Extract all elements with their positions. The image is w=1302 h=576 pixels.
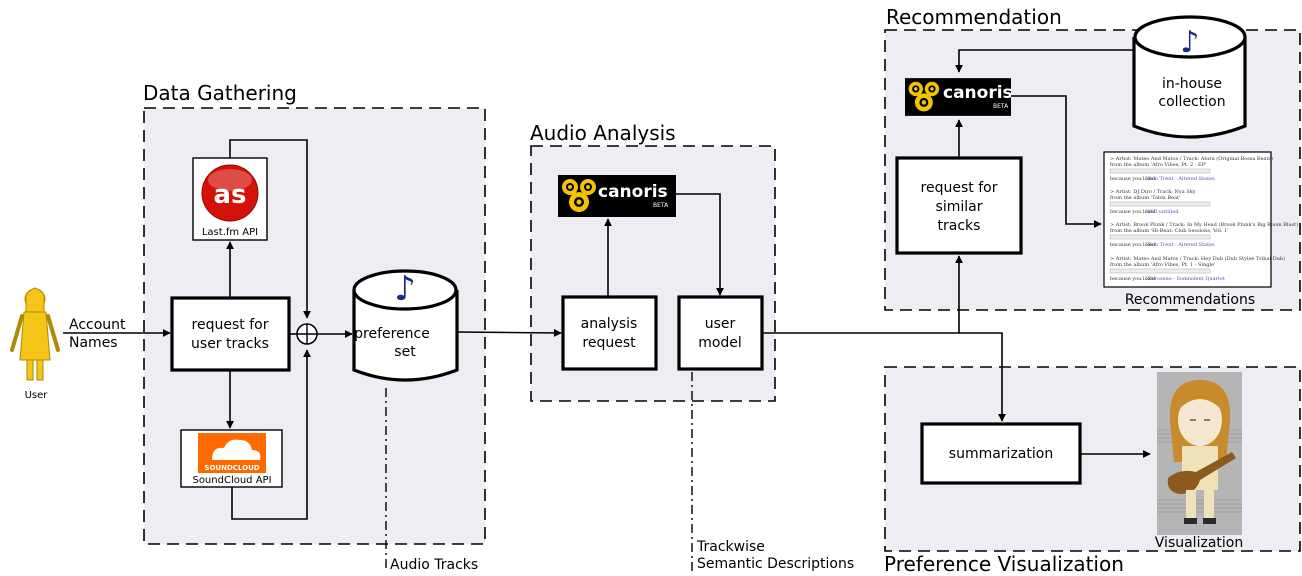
preference-set-line2: set	[394, 344, 416, 360]
collection-line1: in-house	[1162, 76, 1222, 92]
user-icon	[10, 287, 60, 381]
arrow-canoris-to-user-model	[676, 193, 724, 296]
rec-item-1-link[interactable]: Ron Trent - Altered States	[1148, 176, 1215, 182]
request-user-tracks-line2: user tracks	[191, 336, 269, 352]
canoris-logo-analysis: canoris BETA	[558, 175, 676, 217]
preference-set-store	[352, 269, 459, 382]
soundcloud-label: SoundCloud API	[192, 475, 271, 486]
request-similar-box	[895, 156, 1023, 255]
rec-item-3-player	[1109, 234, 1211, 240]
lastfm-icon: as	[201, 164, 259, 222]
visualization-avatar-image	[1157, 372, 1242, 535]
request-similar-line2: similar	[936, 199, 983, 215]
rec-item-2-line1: > Artist: DJ Diro / Track: Nya Sky	[1110, 189, 1196, 195]
rec-item-1-line2: from the album 'Afro Vibes, Pt. 2 - EP'	[1110, 162, 1206, 168]
rec-item-4-line1: > Artist: Mateo And Matos / Track: Hey D…	[1110, 255, 1285, 262]
account-names-line2: Names	[69, 335, 118, 351]
svg-text:as: as	[213, 180, 246, 210]
rec-item-2-line2: from the album 'Tabla Beat'	[1110, 195, 1180, 201]
collection-line2: collection	[1158, 94, 1225, 110]
recommendation-title: Recommendation	[886, 5, 1062, 29]
request-similar-line1: request for	[921, 180, 998, 196]
canoris-logo-recommendation: canoris BETA	[905, 78, 1013, 116]
trackwise-line1: Trackwise	[696, 539, 765, 555]
soundcloud-logo-text: SOUNDCLOUD	[204, 464, 259, 472]
arrow-user-model-to-summarization	[959, 332, 1006, 422]
request-user-tracks-box	[170, 296, 291, 372]
rec-item-2-player	[1109, 201, 1211, 207]
rec-item-4-because: because you liked	[1110, 276, 1156, 282]
recommendation-item: > Artist: DJ Diro / Track: Nya Sky from …	[1109, 189, 1211, 215]
soundcloud-icon: SOUNDCLOUD	[198, 433, 266, 473]
canoris-beta-recommendation: BETA	[993, 103, 1009, 110]
merge-junction	[296, 323, 318, 345]
rec-item-3-because: because you liked	[1110, 242, 1156, 248]
rec-item-1-player	[1109, 168, 1211, 174]
arrow-preference-to-analysis	[456, 328, 562, 337]
arrow-canoris-to-recommendations	[1011, 95, 1102, 228]
rec-item-2-because: because you liked	[1110, 209, 1156, 215]
soundcloud-return-line	[231, 349, 311, 520]
recommendations-list: > Artist: Mateo And Matos / Track: Alura…	[1103, 151, 1298, 288]
music-note-icon-collection: ♪	[1180, 25, 1199, 60]
lastfm-return-line	[229, 139, 311, 319]
recommendations-label: Recommendations	[1125, 292, 1255, 308]
rec-item-4-line2: from the album 'Afro Vibes, Pt. 1 - Sing…	[1110, 262, 1215, 268]
rec-item-3-link[interactable]: Ron Trent - Altered States	[1148, 242, 1215, 248]
account-names-line1: Account	[69, 317, 126, 333]
canoris-beta-analysis: BETA	[653, 202, 669, 209]
music-note-icon: ♪	[394, 269, 416, 309]
request-similar-line3: tracks	[938, 218, 981, 234]
rec-item-4-player	[1109, 268, 1211, 274]
user-model-box	[677, 295, 764, 371]
analysis-request-box	[561, 295, 658, 371]
recommendation-item: > Artist: Brook Plunk / Track: In My Hea…	[1109, 221, 1298, 248]
rec-item-3-line1: > Artist: Brook Plunk / Track: In My Hea…	[1110, 221, 1298, 228]
preference-set-line1: preference	[354, 326, 430, 342]
summarization-label: summarization	[949, 446, 1053, 462]
lastfm-label: Last.fm API	[202, 227, 258, 238]
canoris-text-recommendation: canoris	[943, 83, 1013, 103]
rec-item-1-line1: > Artist: Mateo And Matos / Track: Alura…	[1110, 155, 1273, 162]
arrow-collection-to-canoris	[955, 49, 1134, 73]
request-user-tracks-line1: request for	[192, 317, 269, 333]
preference-visualization-title: Preference Visualization	[884, 552, 1124, 576]
recommendation-item: > Artist: Mateo And Matos / Track: Alura…	[1109, 155, 1273, 182]
rec-item-3-line2: from the album 'Hi-Beat: Club Sessions, …	[1110, 228, 1229, 234]
data-gathering-title: Data Gathering	[143, 81, 297, 105]
user-model-line1: user	[705, 316, 736, 332]
audio-analysis-title: Audio Analysis	[530, 121, 676, 145]
analysis-request-line2: request	[582, 335, 636, 351]
user-label: User	[25, 390, 49, 401]
trackwise-line2: Semantic Descriptions	[697, 556, 854, 572]
canoris-text-analysis: canoris	[598, 182, 668, 202]
in-house-collection-store	[1132, 15, 1247, 139]
rec-item-1-because: because you liked	[1110, 176, 1156, 182]
visualization-label: Visualization	[1155, 535, 1243, 551]
recommendation-item: > Artist: Mateo And Matos / Track: Hey D…	[1109, 255, 1285, 282]
audio-tracks-label: Audio Tracks	[390, 557, 478, 573]
user-model-line2: model	[698, 335, 742, 351]
rec-item-4-link[interactable]: Kerosene - Somnolent Quartet	[1148, 276, 1225, 282]
analysis-request-line1: analysis	[581, 316, 638, 332]
rec-item-2-link[interactable]: Hill untitled	[1148, 209, 1179, 215]
